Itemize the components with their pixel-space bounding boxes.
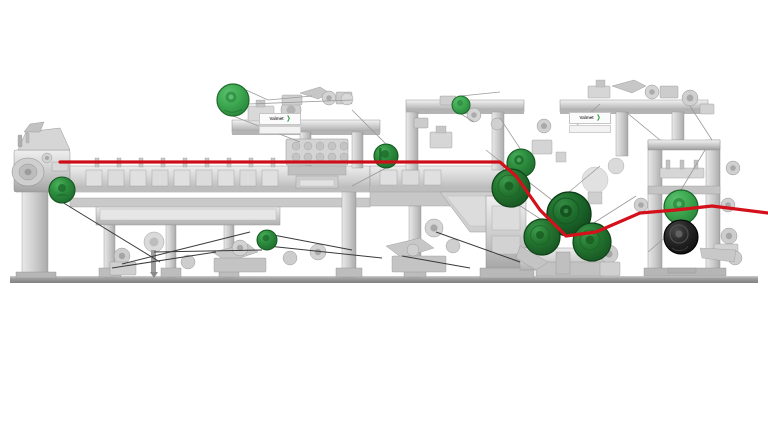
roll-press-upper <box>491 168 531 208</box>
valmet-sign-right-panel <box>569 125 611 133</box>
roll-calender-bot <box>663 219 699 255</box>
web-path <box>58 160 768 238</box>
valmet-sign-right: Valmet ❯ <box>569 112 611 124</box>
roll-lower-left <box>256 229 278 251</box>
structure-guide-lines <box>232 83 713 253</box>
valmet-chevron-icon-right: ❯ <box>596 115 600 121</box>
lower-carriers <box>109 218 461 278</box>
valmet-wordmark-right: Valmet <box>579 114 594 120</box>
roll-top-left <box>216 83 250 117</box>
center-boxes <box>379 169 442 186</box>
roll-calender-top <box>663 189 699 225</box>
valmet-chevron-icon-left: ❯ <box>286 116 290 122</box>
headbox-drive-block <box>285 138 349 189</box>
vacuum-boxes <box>85 169 279 187</box>
roll-unwind <box>48 176 76 204</box>
overhead-gantry-right <box>559 79 715 157</box>
roll-press-lower-l <box>523 218 561 256</box>
unwind-stand <box>11 121 71 279</box>
roll-mid-high <box>451 95 471 115</box>
floor-base <box>10 276 758 283</box>
valmet-sign-left: Valmet ❯ <box>259 113 301 125</box>
valmet-sign-left-panel <box>259 126 301 134</box>
roll-mid-upper <box>373 143 399 169</box>
valmet-wordmark-left: Valmet <box>269 115 284 121</box>
felt-run-lines <box>61 201 521 269</box>
